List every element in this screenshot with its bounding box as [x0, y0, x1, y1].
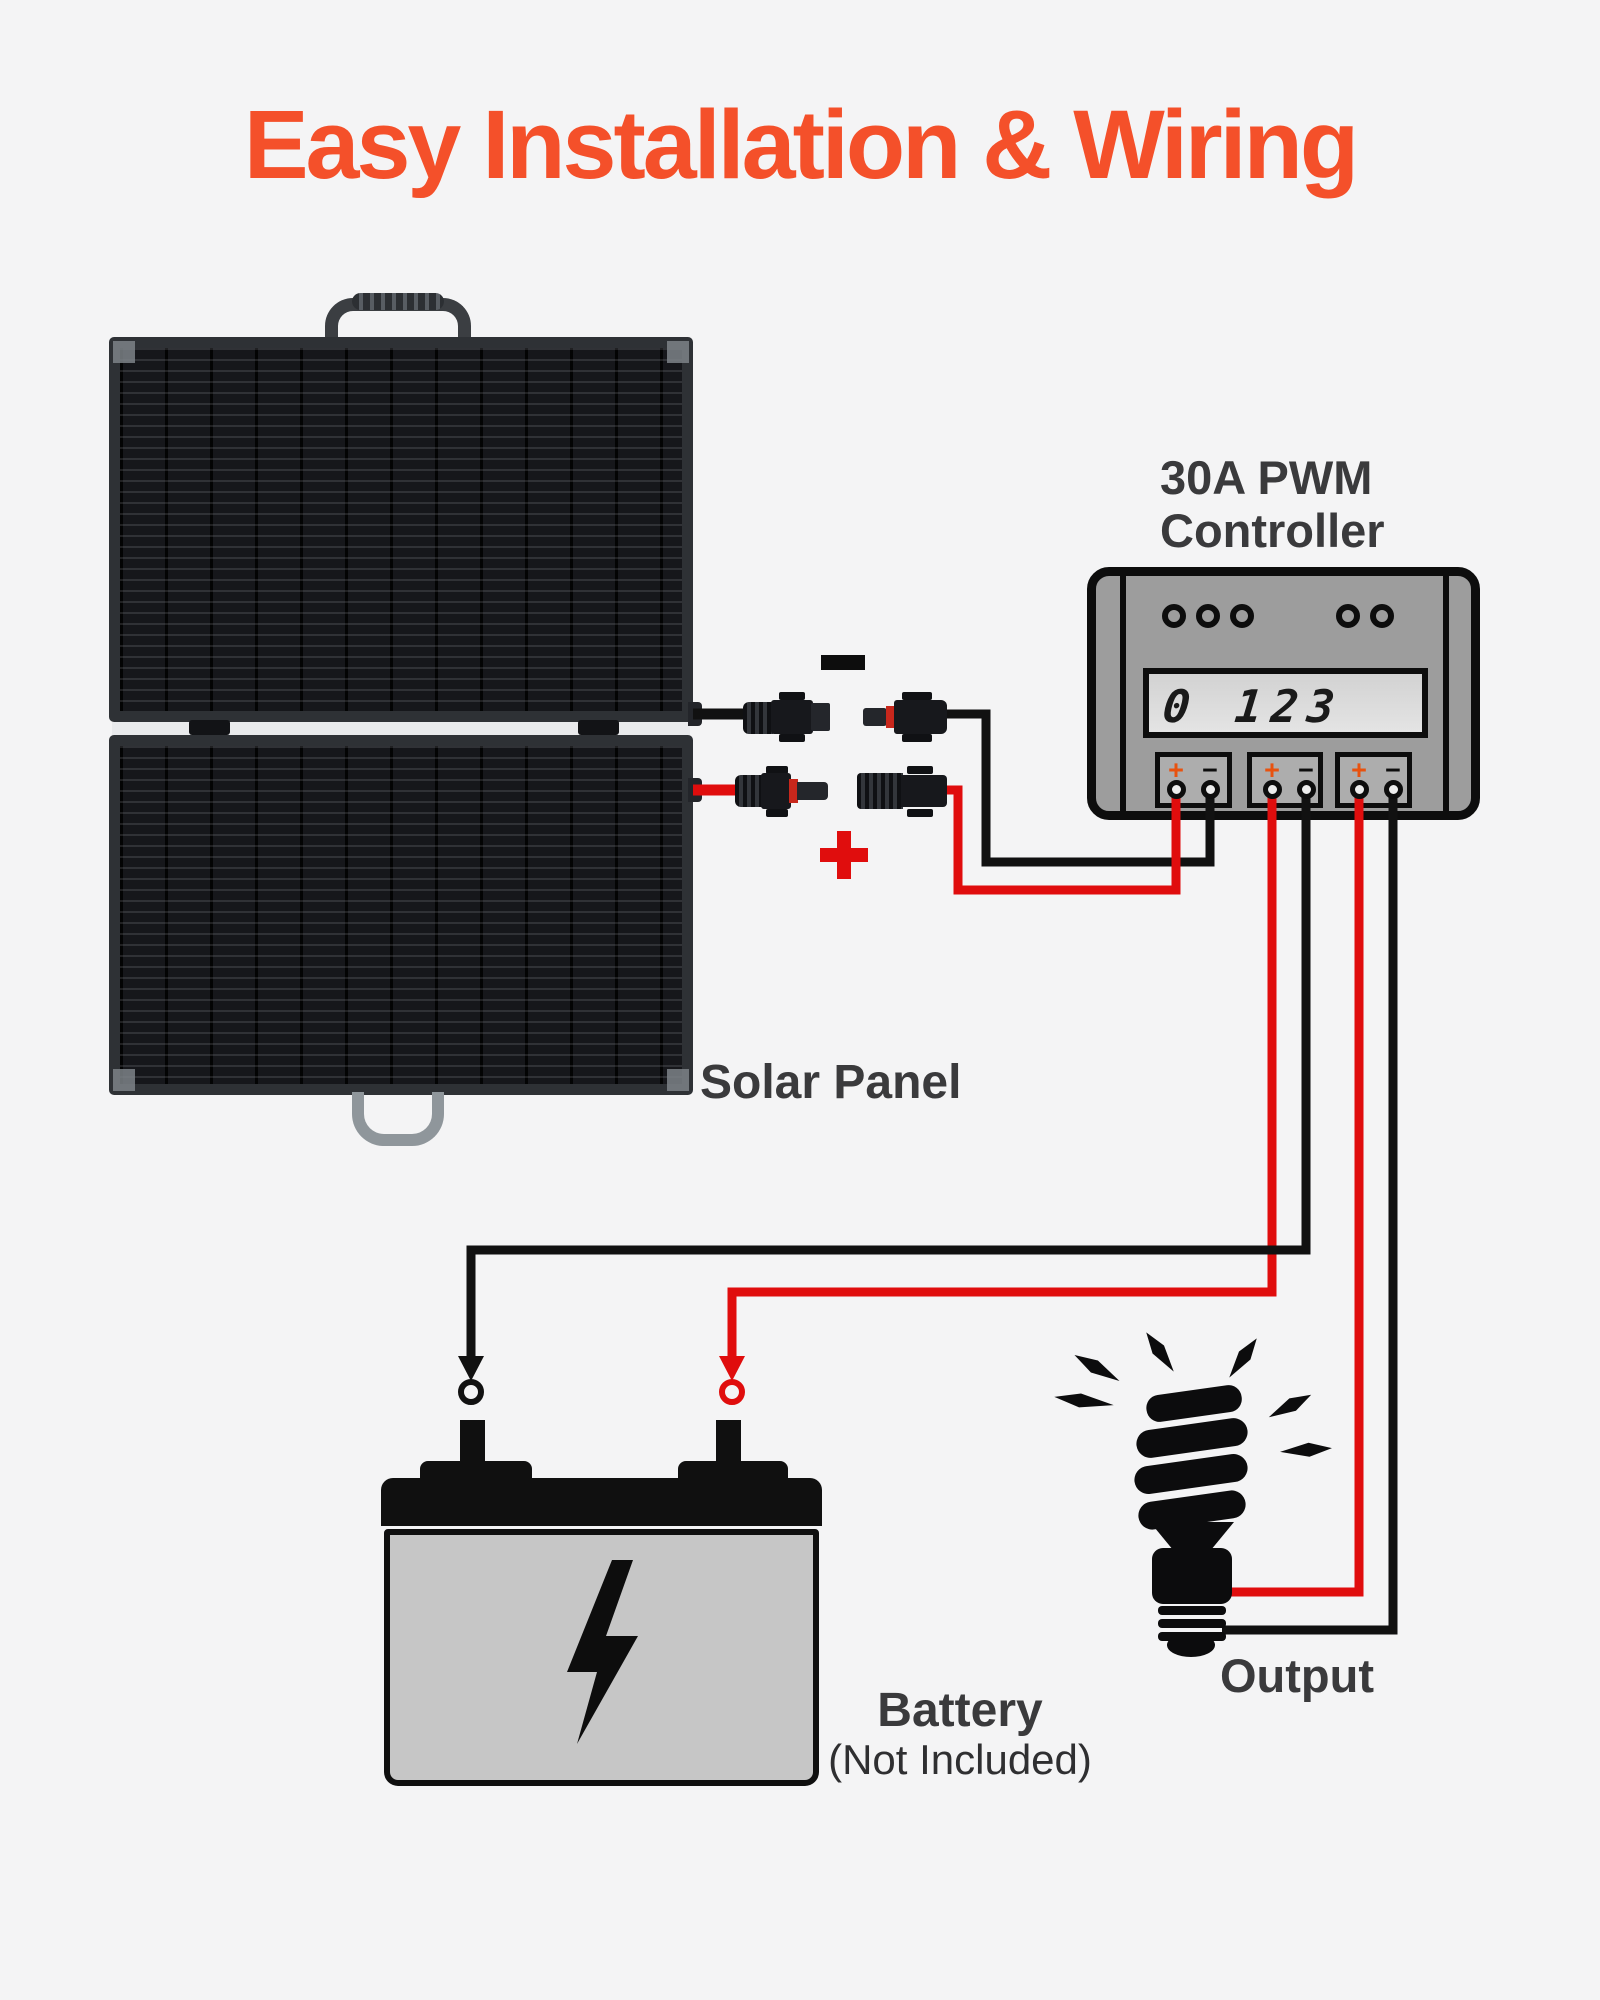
indicator-led-icon [1230, 604, 1254, 628]
ring-terminal-positive-icon [719, 1379, 745, 1405]
positive-polarity-marker [837, 831, 851, 879]
mc4-clip [902, 734, 932, 742]
terminal-minus-symbol: − [1298, 755, 1314, 785]
panel-corner-bracket [113, 1069, 135, 1091]
solar-minus-terminal [1201, 780, 1220, 799]
controller-right-rail [1443, 576, 1449, 811]
mc4-connector-icon [771, 700, 813, 734]
battery-plus-terminal [1263, 780, 1282, 799]
load-plus-terminal [1350, 780, 1369, 799]
mc4-connector-icon [857, 773, 903, 809]
mc4-clip [779, 734, 805, 742]
lcd-display: 0 123 [1143, 668, 1428, 738]
battery-cap [381, 1478, 822, 1526]
load-positive-wire [1230, 790, 1364, 1597]
lcd-reading: 0 123 [1160, 680, 1347, 733]
battery-label: Battery [877, 1684, 1043, 1737]
mc4-clip [766, 766, 788, 774]
arrowhead-icon [719, 1356, 745, 1381]
controller-label-line2: Controller [1160, 503, 1385, 557]
panel-bottom-strap-handle-icon [352, 1092, 444, 1146]
page-title: Easy Installation & Wiring [243, 90, 1359, 199]
arrowhead-icon [458, 1356, 484, 1381]
mc4-connector-icon [735, 775, 763, 807]
cfl-bulb-icon [1134, 1385, 1248, 1657]
indicator-led-icon [1162, 604, 1186, 628]
mc4-oring [886, 706, 895, 728]
panel-corner-bracket [113, 341, 135, 363]
panel-cable-gland [688, 702, 702, 726]
load-minus-terminal [1384, 780, 1403, 799]
mc4-clip [779, 692, 805, 700]
solar-panel-label: Solar Panel [700, 1056, 962, 1109]
panel-corner-bracket [667, 341, 689, 363]
mc4-clip [907, 809, 933, 817]
solar-plus-terminal [1167, 780, 1186, 799]
panel-latch-icon [578, 720, 619, 735]
mc4-clip [902, 692, 932, 700]
mc4-connector-icon [894, 700, 947, 734]
panel-handle-grip-icon [352, 293, 444, 310]
panel-cable-gland [688, 778, 702, 802]
terminal-plus-symbol: + [1351, 755, 1367, 785]
mc4-clip [907, 766, 933, 774]
solar-panel-bottom-half [109, 735, 693, 1095]
load-negative-wire [1222, 790, 1398, 1635]
battery-minus-terminal [1297, 780, 1316, 799]
panel-fold-hinge [112, 722, 690, 735]
controller-label: 30A PWM Controller [1160, 451, 1385, 557]
indicator-led-icon [1370, 604, 1394, 628]
panel-latch-icon [189, 720, 230, 735]
mc4-connector-end [811, 703, 830, 731]
mc4-connector-snout [797, 782, 828, 800]
light-ray-icon [1054, 1332, 1332, 1457]
ring-terminal-negative-icon [458, 1379, 484, 1405]
mc4-connector-snout [863, 708, 887, 726]
mc4-clip [766, 809, 788, 817]
panel-corner-bracket [667, 1069, 689, 1091]
indicator-led-icon [1196, 604, 1220, 628]
solar-panel-top-half [109, 337, 693, 722]
indicator-led-icon [1336, 604, 1360, 628]
battery-not-included-note: (Not Included) [828, 1736, 1092, 1783]
mc4-connector-icon [901, 775, 947, 807]
battery-illustration [384, 1529, 819, 1786]
terminal-plus-symbol: + [1264, 755, 1280, 785]
output-label: Output [1220, 1649, 1374, 1702]
controller-left-rail [1120, 576, 1126, 811]
mc4-connector-icon [761, 773, 791, 809]
negative-polarity-marker [821, 655, 865, 670]
controller-label-line1: 30A PWM [1160, 451, 1373, 504]
terminal-minus-symbol: − [1385, 755, 1401, 785]
mc4-connector-icon [743, 702, 773, 734]
